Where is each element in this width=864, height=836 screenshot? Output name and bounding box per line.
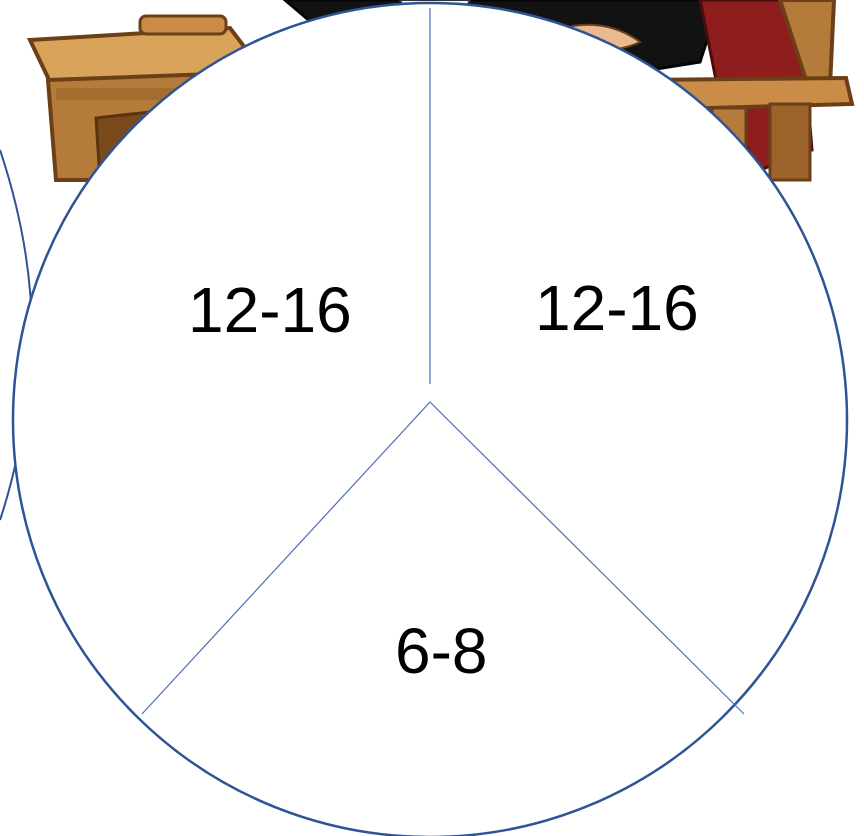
spinner-segment-label-upper-left: 12-16 bbox=[188, 274, 352, 346]
spinner: 12-16 12-16 6-8 bbox=[13, 3, 847, 836]
spinner-segment-label-bottom: 6-8 bbox=[395, 615, 488, 687]
spinner-segment-label-upper-right: 12-16 bbox=[535, 272, 699, 344]
